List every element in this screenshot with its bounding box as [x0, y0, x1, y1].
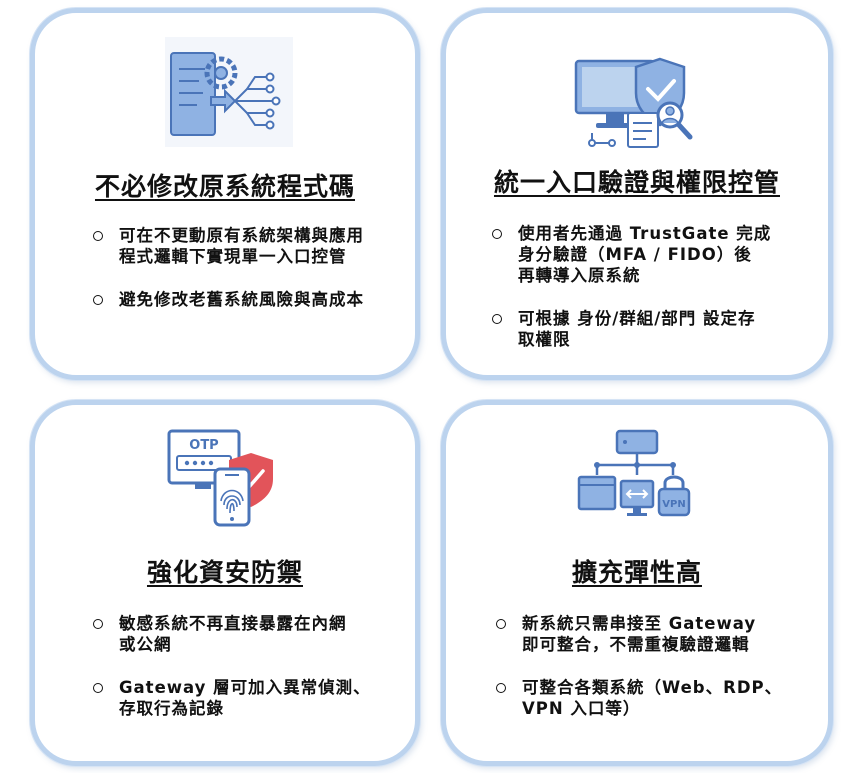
bullet-list: 可在不更動原有系統架構與應用 程式邏輯下實現單一入口控管 避免修改老舊系統風險與…: [93, 225, 413, 332]
feature-card-scalability: VPN 擴充彈性高 新系統只需串接至 Gateway 即可整合，不需重複驗證邏輯…: [441, 400, 833, 766]
bullet-circle-icon: [93, 683, 103, 693]
bullet-item: 可整合各類系統（Web、RDP、 VPN 入口等）: [496, 677, 826, 719]
card-title: 擴充彈性高: [571, 558, 702, 587]
otp-fingerprint-shield-icon: OTP: [35, 427, 415, 527]
bullet-list: 使用者先通過 TrustGate 完成 身分驗證（MFA / FIDO）後 再轉…: [492, 223, 822, 372]
server-gear-circuit-icon: [35, 29, 415, 147]
bullet-item: 敏感系統不再直接暴露在內網 或公網: [93, 613, 415, 655]
bullet-circle-icon: [93, 295, 103, 305]
bullet-circle-icon: [496, 619, 506, 629]
feature-card-unified-auth: 統一入口驗證與權限控管 使用者先通過 TrustGate 完成 身分驗證（MFA…: [441, 8, 833, 380]
computer-shield-user-icon: [446, 53, 828, 149]
bullet-item: 避免修改老舊系統風險與高成本: [93, 289, 413, 310]
bullet-item: 可根據 身份/群組/部門 設定存 取權限: [492, 308, 822, 350]
bullet-circle-icon: [93, 231, 103, 241]
vpn-label: VPN: [662, 499, 685, 510]
card-title: 統一入口驗證與權限控管: [493, 168, 780, 197]
bullet-circle-icon: [496, 683, 506, 693]
bullet-circle-icon: [492, 314, 502, 324]
bullet-circle-icon: [93, 619, 103, 629]
card-title: 強化資安防禦: [146, 558, 303, 587]
bullet-item: Gateway 層可加入異常偵測、 存取行為記錄: [93, 677, 415, 719]
bullet-list: 敏感系統不再直接暴露在內網 或公網 Gateway 層可加入異常偵測、 存取行為…: [93, 613, 415, 741]
bullet-item: 可在不更動原有系統架構與應用 程式邏輯下實現單一入口控管: [93, 225, 413, 267]
bullet-list: 新系統只需串接至 Gateway 即可整合，不需重複驗證邏輯 可整合各類系統（W…: [496, 613, 826, 741]
bullet-circle-icon: [492, 229, 502, 239]
feature-card-security: OTP 強化資安防禦 敏感系統不再直接暴露在內網 或公網 Gateway 層可加…: [30, 400, 420, 766]
card-title: 不必修改原系統程式碼: [94, 172, 355, 201]
bullet-item: 使用者先通過 TrustGate 完成 身分驗證（MFA / FIDO）後 再轉…: [492, 223, 822, 286]
feature-card-no-code-change: 不必修改原系統程式碼 可在不更動原有系統架構與應用 程式邏輯下實現單一入口控管 …: [30, 8, 420, 380]
network-vpn-icon: VPN: [446, 427, 828, 525]
otp-label: OTP: [189, 438, 218, 453]
bullet-item: 新系統只需串接至 Gateway 即可整合，不需重複驗證邏輯: [496, 613, 826, 655]
